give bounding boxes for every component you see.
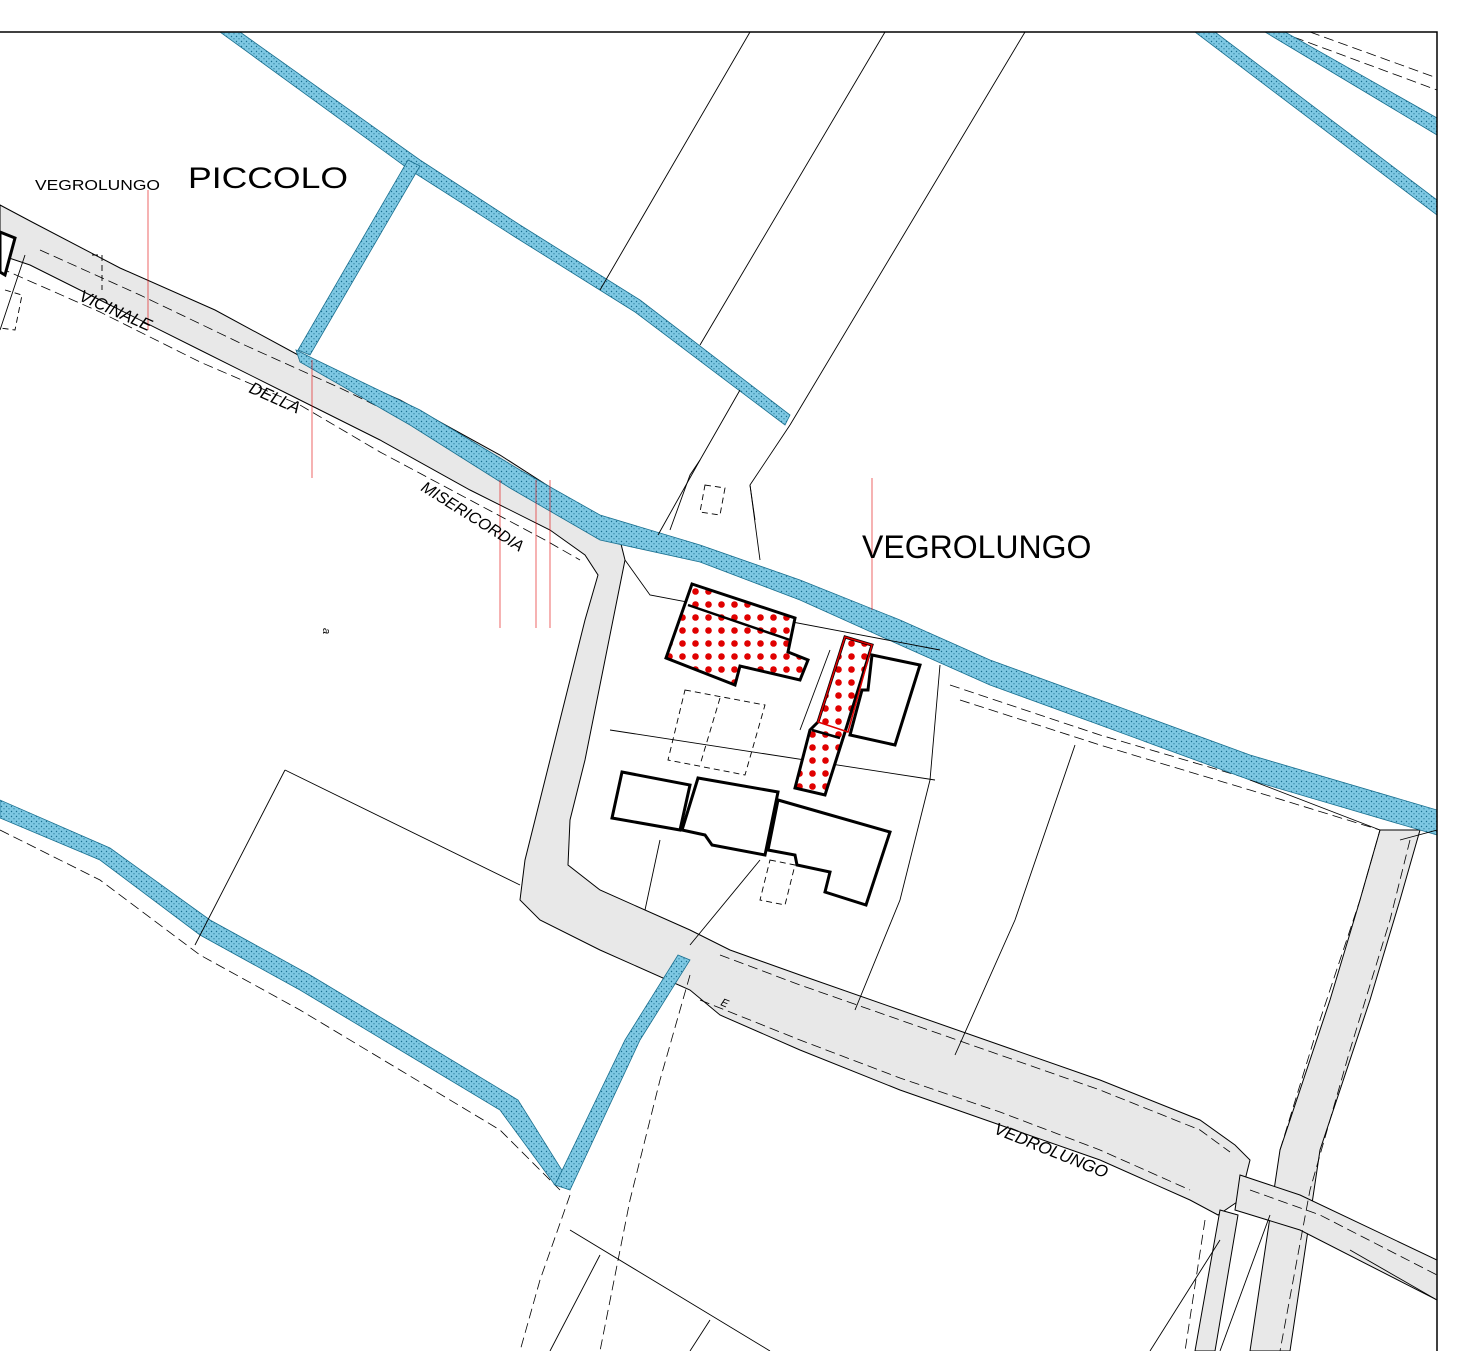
label-top-left-piccolo: PICCOLO — [188, 162, 348, 195]
building-main-west[interactable] — [610, 770, 692, 832]
buildings — [0, 230, 922, 907]
dashed-structures — [0, 254, 796, 906]
dashed-structure-2 — [667, 689, 766, 776]
parcel-lines — [0, 32, 1437, 1351]
roads — [0, 32, 1437, 1351]
canal-north-west-ditch — [297, 159, 421, 356]
highlighted-buildings — [664, 582, 874, 797]
label-small-e: E — [719, 997, 731, 1011]
map-frame-border — [0, 31, 1438, 1351]
building-main-center[interactable] — [680, 776, 780, 857]
dashed-structure-4 — [0, 289, 23, 331]
road-south-vertical — [1194, 1209, 1239, 1351]
canals — [0, 32, 1437, 1191]
building-main-east[interactable] — [766, 798, 892, 907]
building-northeast[interactable] — [848, 653, 922, 747]
reference-lines — [147, 190, 873, 628]
canal-south-vertical — [554, 954, 691, 1191]
road-southeast-branch — [1234, 1174, 1437, 1301]
canal-southwest — [0, 799, 569, 1186]
label-top-left-overlap: VEGROLUNGO — [35, 177, 160, 194]
canal-northeast-top — [1264, 32, 1437, 136]
building-far-left[interactable] — [0, 230, 17, 278]
canal-northeast-corner — [1194, 32, 1437, 216]
dashed-structure-1 — [699, 484, 726, 516]
canal-north-diagonal — [219, 32, 791, 426]
highlighted-building-north[interactable] — [664, 582, 810, 688]
highlighted-outline-red — [817, 636, 873, 733]
canal-main-southwest-ne — [295, 349, 1437, 836]
dashed-structure-3 — [759, 859, 796, 906]
label-vegrolungo: VEGROLUNGO — [862, 529, 1091, 565]
label-small-a: a — [320, 628, 332, 634]
